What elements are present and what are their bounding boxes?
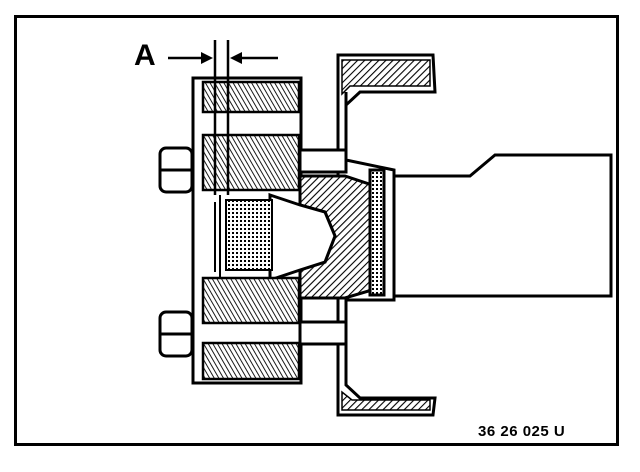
figure-reference-code: 36 26 025 U	[478, 423, 566, 440]
bolt-lower	[158, 310, 348, 358]
drive-shaft	[390, 153, 613, 298]
seal-ring	[368, 168, 386, 297]
output-flange	[336, 53, 437, 417]
dimension-label-a: A	[134, 39, 156, 72]
dimension-a-callout	[168, 40, 278, 195]
bolt-upper	[158, 146, 348, 194]
coupling-bushings	[201, 80, 301, 381]
figure-frame	[14, 15, 619, 446]
joint-body	[191, 76, 374, 385]
